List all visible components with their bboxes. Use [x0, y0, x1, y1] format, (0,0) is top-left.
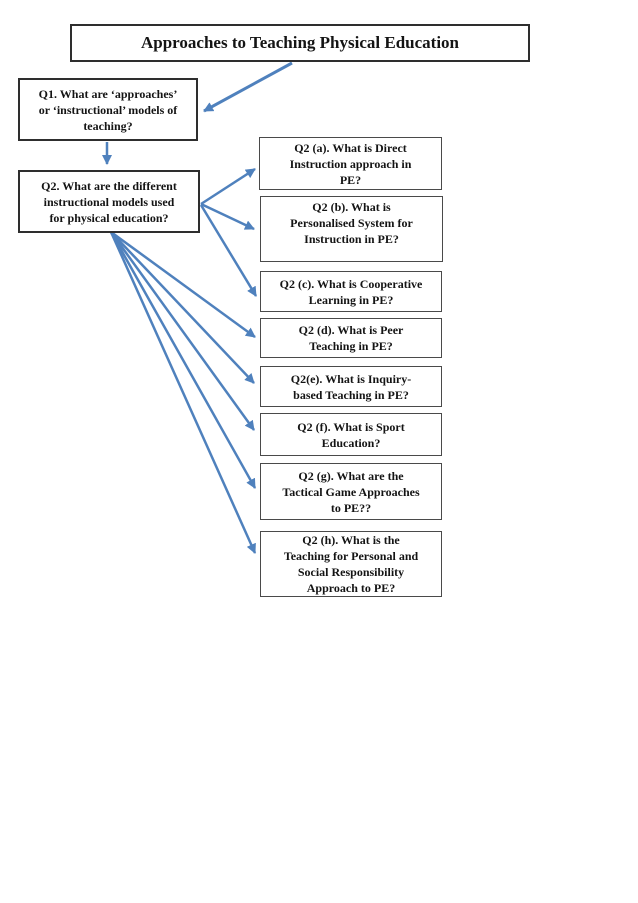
node-q2b-text: Q2 (b). What is Personalised System for … [290, 200, 413, 246]
node-q2a-text: Q2 (a). What is Direct Instruction appro… [289, 140, 412, 187]
diagram-title-box: Approaches to Teaching Physical Educatio… [70, 24, 530, 62]
node-q2d-text: Q2 (d). What is Peer Teaching in PE? [298, 323, 404, 353]
arrow-q2-to-q2a [200, 167, 256, 206]
node-q2f: Q2 (f). What is Sport Education? [260, 413, 442, 456]
arrow-q2-to-q2c [199, 204, 258, 297]
node-q2-text: Q2. What are the different instructional… [41, 178, 177, 225]
node-q1: Q1. What are ‘approaches’ or ‘instructio… [18, 78, 198, 141]
arrow-q2-to-q2e [110, 231, 255, 384]
node-q2d: Q2 (d). What is Peer Teaching in PE? [260, 318, 442, 358]
node-q1-text: Q1. What are ‘approaches’ or ‘instructio… [38, 86, 178, 133]
node-q2c-text: Q2 (c). What is Cooperative Learning in … [279, 276, 423, 307]
node-q2f-text: Q2 (f). What is Sport Education? [297, 419, 405, 450]
node-q2h: Q2 (h). What is the Teaching for Persona… [260, 531, 442, 597]
node-q2h-text: Q2 (h). What is the Teaching for Persona… [283, 533, 419, 595]
arrow-q2-to-q2h [109, 231, 257, 554]
arrow-q2-to-q2d [110, 230, 256, 339]
arrow-q2-to-q2g [109, 231, 257, 489]
node-q2: Q2. What are the different instructional… [18, 170, 200, 233]
diagram-title-text: Approaches to Teaching Physical Educatio… [140, 33, 460, 52]
arrow-q2-to-q2b [200, 202, 255, 231]
arrow-q2-to-q2f [109, 231, 256, 431]
node-q2b: Q2 (b). What is Personalised System for … [260, 196, 443, 262]
node-q2g-text: Q2 (g). What are the Tactical Game Appro… [282, 468, 420, 515]
node-q2a: Q2 (a). What is Direct Instruction appro… [259, 137, 442, 190]
node-q2e-text: Q2(e). What is Inquiry- based Teaching i… [290, 371, 412, 402]
node-q2c: Q2 (c). What is Cooperative Learning in … [260, 271, 442, 312]
arrow-title-to-q1 [203, 61, 293, 113]
node-q2g: Q2 (g). What are the Tactical Game Appro… [260, 463, 442, 520]
node-q2e: Q2(e). What is Inquiry- based Teaching i… [260, 366, 442, 407]
